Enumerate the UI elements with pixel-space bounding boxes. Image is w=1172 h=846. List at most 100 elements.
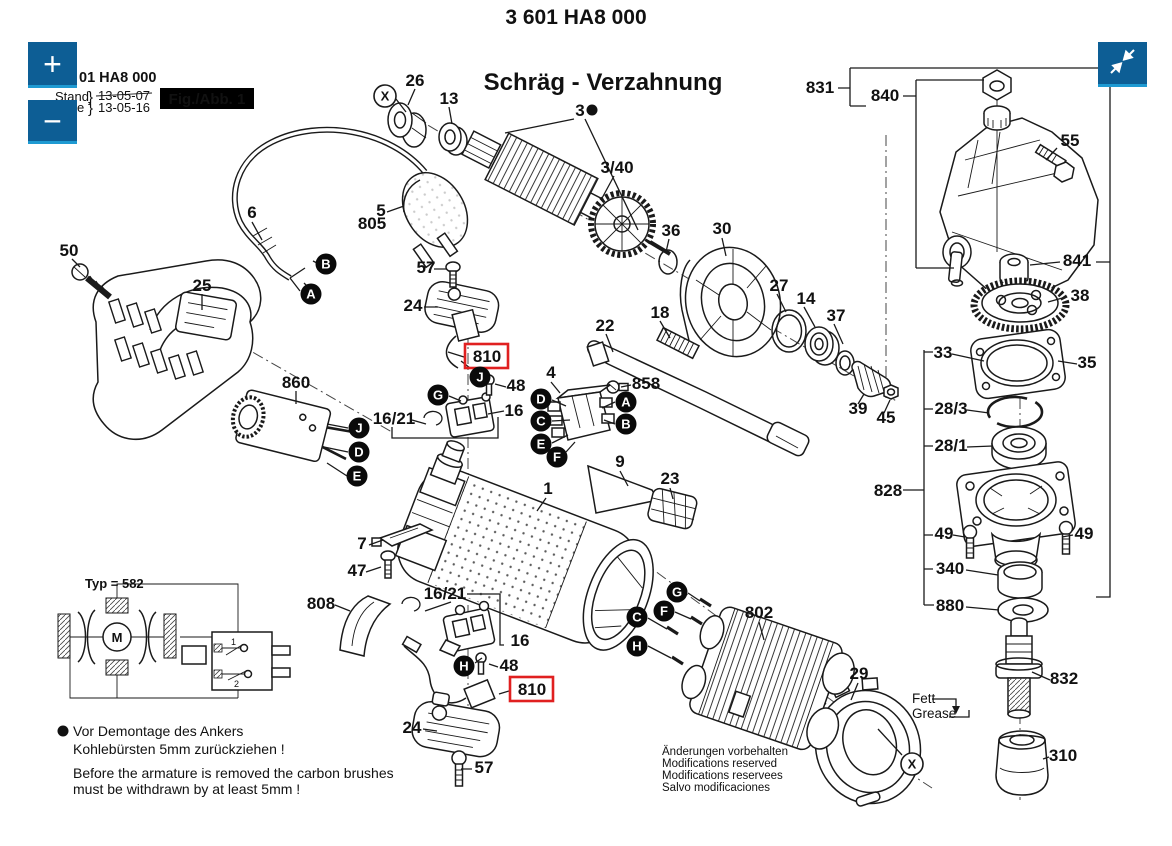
note-bullet bbox=[57, 725, 69, 737]
letter-badge-F bbox=[546, 446, 568, 468]
minus-icon: − bbox=[43, 102, 62, 139]
part-plate-9 bbox=[587, 464, 660, 514]
part-screw-49-right bbox=[1058, 520, 1074, 555]
part-flange-unit-828 bbox=[956, 461, 1076, 570]
strikethrough-line bbox=[95, 92, 153, 97]
letter-badge-label-G: G bbox=[672, 585, 682, 600]
part-ring-nut bbox=[983, 105, 1011, 131]
part-screw-48-bottom bbox=[475, 652, 487, 675]
part-fan bbox=[387, 102, 427, 148]
part-label-37: 37 bbox=[827, 306, 846, 325]
part-label-810-highlighted[interactable]: 810 bbox=[473, 347, 501, 366]
part-label-832: 832 bbox=[1050, 669, 1078, 688]
letter-badge-C bbox=[626, 606, 648, 628]
part-label-840: 840 bbox=[871, 86, 899, 105]
part-label-25: 25 bbox=[193, 276, 212, 295]
x-marker-label: X bbox=[381, 89, 390, 104]
modifications-line-4: Salvo modificaciones bbox=[662, 782, 770, 794]
part-cord bbox=[231, 126, 428, 292]
schematic-motor-label: M bbox=[112, 630, 123, 645]
part-brush-holder-16-bottom bbox=[401, 596, 496, 657]
highlight-box-810[interactable] bbox=[508, 675, 555, 703]
modifications-line-1: Änderungen vorbehalten bbox=[662, 746, 788, 758]
part-label-23: 23 bbox=[661, 469, 680, 488]
schematic-contact-1: 1 bbox=[231, 637, 236, 647]
part-clamp-29 bbox=[805, 677, 922, 807]
part-label-810-highlighted[interactable]: 810 bbox=[518, 680, 546, 699]
letter-badge-E bbox=[346, 465, 368, 487]
part-washer-37 bbox=[835, 350, 855, 376]
letter-badge-A bbox=[300, 283, 322, 305]
part-plug bbox=[401, 172, 469, 269]
x-marker-label: X bbox=[908, 757, 917, 772]
part-spindle-832 bbox=[995, 617, 1043, 719]
part-label-35: 35 bbox=[1078, 353, 1097, 372]
letter-badge-label-H: H bbox=[632, 639, 641, 654]
part-label-57: 57 bbox=[475, 758, 494, 777]
letter-badge-label-J: J bbox=[355, 421, 362, 436]
schematic-caption: Typ = 582 bbox=[85, 576, 144, 591]
letter-badge-E bbox=[530, 433, 552, 455]
part-screw-50 bbox=[71, 263, 112, 300]
part-label-828: 828 bbox=[874, 481, 902, 500]
part-label-3-40: 3/40 bbox=[600, 158, 633, 177]
part-screw-858 bbox=[606, 380, 629, 394]
part-motor-housing-1 bbox=[394, 440, 654, 651]
header-date-struck: 13-05-07 bbox=[98, 88, 150, 103]
letter-badge-H bbox=[453, 655, 475, 677]
part-oring-27 bbox=[771, 309, 807, 353]
part-bearing-14 bbox=[804, 326, 840, 366]
part-label-16: 16 bbox=[511, 631, 530, 650]
part-stator-802 bbox=[681, 606, 855, 751]
grease-label-de: Fett bbox=[912, 691, 936, 706]
header-brace-2: } bbox=[88, 100, 93, 117]
ref-3-dot bbox=[586, 104, 598, 116]
part-label-28-1: 28/1 bbox=[934, 436, 967, 455]
part-lever-22 bbox=[586, 340, 810, 457]
part-label-16-21: 16/21 bbox=[424, 584, 467, 603]
part-label-16-21: 16/21 bbox=[373, 409, 416, 428]
collapse-view-button[interactable] bbox=[1098, 42, 1147, 87]
letter-badge-label-H: H bbox=[459, 659, 468, 674]
part-label-33: 33 bbox=[934, 343, 953, 362]
part-ring-340 bbox=[997, 561, 1043, 599]
part-screw-57-top bbox=[445, 261, 461, 288]
letter-badge-B bbox=[315, 253, 337, 275]
part-label-16: 16 bbox=[505, 401, 524, 420]
plus-icon: + bbox=[43, 45, 62, 82]
part-label-340: 340 bbox=[936, 559, 964, 578]
part-label-50: 50 bbox=[60, 241, 79, 260]
part-label-802: 802 bbox=[745, 603, 773, 622]
part-crown-gear-38 bbox=[970, 277, 1070, 333]
part-label-30: 30 bbox=[713, 219, 732, 238]
diagonal-arrows-inward-icon bbox=[1110, 49, 1135, 74]
part-label-14: 14 bbox=[797, 289, 816, 308]
header-part-number: 01 HA8 000 bbox=[79, 70, 156, 86]
part-nut-top bbox=[982, 69, 1012, 101]
bracket-lines bbox=[391, 67, 1111, 646]
part-label-3: 3 bbox=[575, 101, 584, 120]
page-title: 3 601 HA8 000 bbox=[505, 6, 646, 29]
letter-badge-C bbox=[530, 410, 552, 432]
part-label-26: 26 bbox=[406, 71, 425, 90]
header-date-current: 13-05-16 bbox=[98, 100, 150, 115]
part-holder-310 bbox=[995, 730, 1049, 796]
letter-badge-B bbox=[615, 413, 637, 435]
modifications-line-2: Modifications reserved bbox=[662, 758, 777, 770]
letter-badge-H bbox=[626, 635, 648, 657]
letter-badge-label-C: C bbox=[632, 610, 642, 625]
part-bearing-28-1 bbox=[991, 426, 1047, 470]
highlight-box-810[interactable] bbox=[463, 342, 510, 370]
zoom-out-button[interactable]: − bbox=[28, 100, 77, 144]
part-brush-810-bottom bbox=[401, 635, 496, 709]
header-brace-1: } bbox=[88, 89, 93, 106]
part-label-48: 48 bbox=[507, 376, 526, 395]
letter-badge-A bbox=[615, 391, 637, 413]
letter-badge-D bbox=[348, 441, 370, 463]
zoom-in-button[interactable]: + bbox=[28, 42, 77, 88]
part-label-4: 4 bbox=[546, 363, 556, 382]
part-wavy-washer-36 bbox=[658, 249, 678, 275]
part-label-310: 310 bbox=[1049, 746, 1077, 765]
part-label-7: 7 bbox=[357, 534, 366, 553]
